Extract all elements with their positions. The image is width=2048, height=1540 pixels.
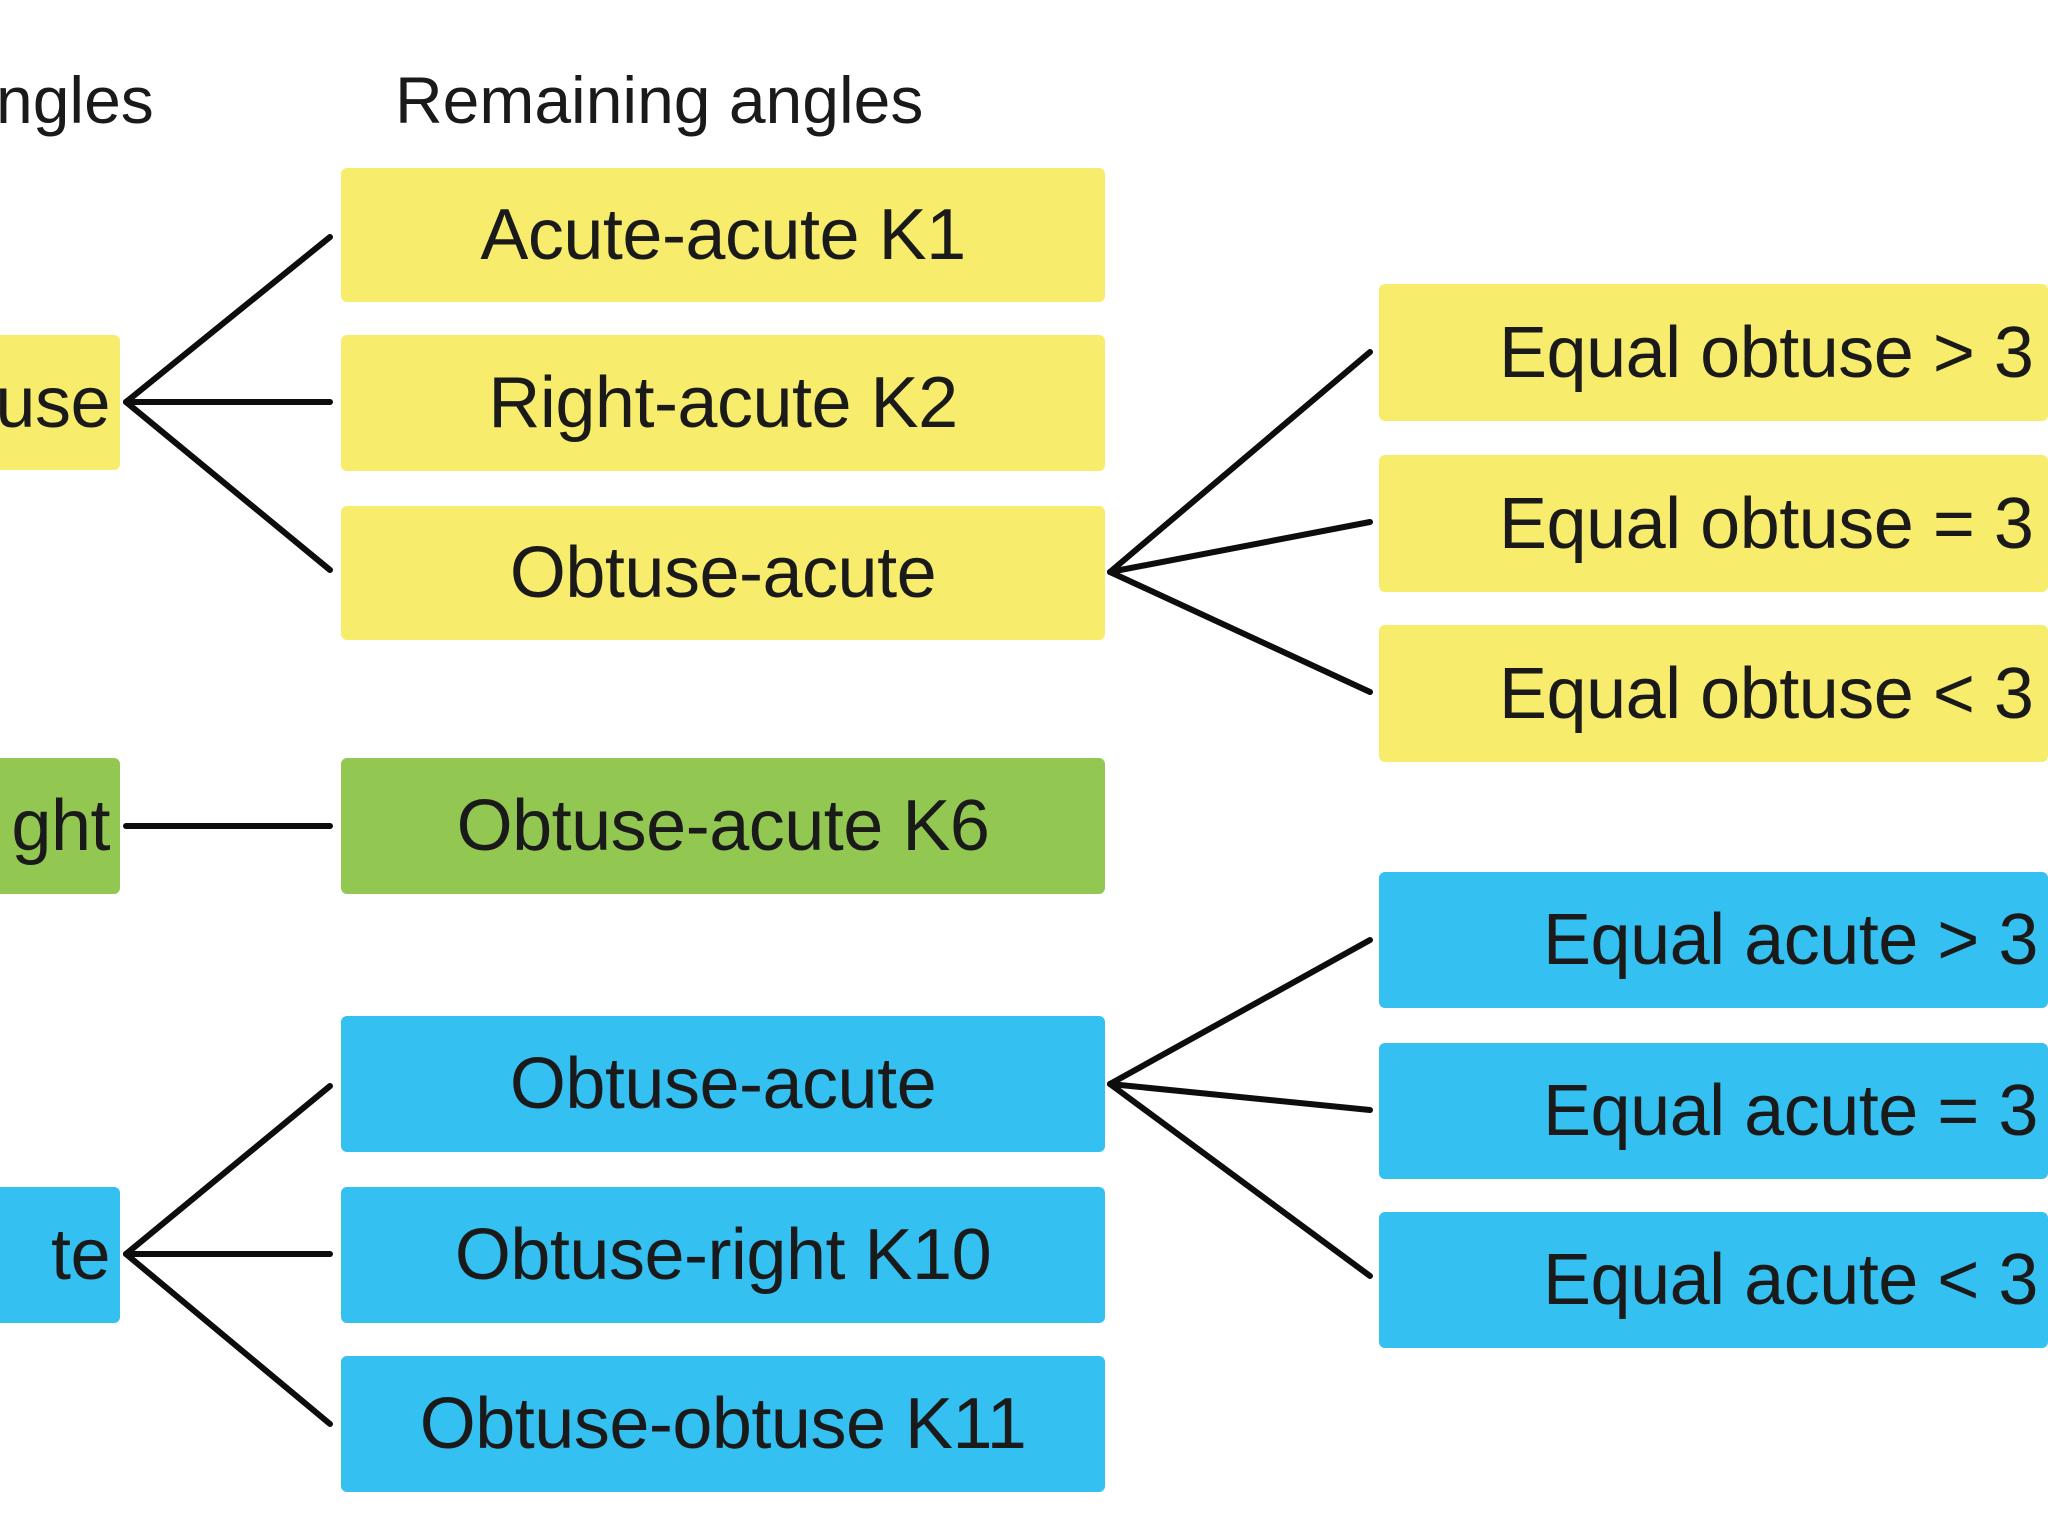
node-acute-acute-k1-label: Acute-acute K1: [480, 195, 966, 275]
node-equal-obtuse-lt: Equal obtuse < 3: [1379, 625, 2048, 762]
node-obtuse: use: [0, 335, 120, 470]
connector-yellow-to-equal-obtuse-lt: [1107, 569, 1373, 695]
node-equal-acute-eq: Equal acute = 3: [1379, 1043, 2048, 1179]
node-obtuse-acute-k6-label: Obtuse-acute K6: [456, 786, 990, 866]
connector-yellow-to-equal-obtuse-gt: [1107, 349, 1373, 575]
header-first-angles: ngles: [0, 63, 154, 137]
node-equal-acute-gt: Equal acute > 3: [1379, 872, 2048, 1008]
node-acute-acute-k1: Acute-acute K1: [341, 168, 1105, 302]
connector-blue-to-equal-acute-eq: [1107, 1081, 1373, 1113]
node-right: ght: [0, 758, 120, 894]
node-acute-label: te: [50, 1215, 111, 1295]
header-remaining-angles: Remaining angles: [395, 63, 924, 137]
connector-blue-to-equal-acute-gt: [1107, 937, 1373, 1087]
connector-obtuse-to-obtuse-acute: [123, 399, 333, 573]
node-obtuse-acute-yellow: Obtuse-acute: [341, 506, 1105, 640]
node-equal-obtuse-gt-label: Equal obtuse > 3: [1499, 312, 2034, 393]
node-equal-acute-lt: Equal acute < 3: [1379, 1212, 2048, 1348]
node-equal-obtuse-eq: Equal obtuse = 3: [1379, 455, 2048, 592]
node-obtuse-acute-k6: Obtuse-acute K6: [341, 758, 1105, 894]
connector-blue-to-equal-acute-lt: [1107, 1081, 1373, 1279]
connector-yellow-to-equal-obtuse-eq: [1107, 519, 1373, 575]
connector-obtuse-to-acute-acute: [123, 234, 333, 405]
connector-acute-to-obtuse-obtuse: [123, 1251, 333, 1427]
node-obtuse-obtuse-k11-label: Obtuse-obtuse K11: [419, 1384, 1027, 1464]
node-equal-acute-lt-label: Equal acute < 3: [1543, 1240, 2038, 1320]
connector-acute-to-obtuse-acute: [123, 1083, 333, 1257]
node-right-acute-k2: Right-acute K2: [341, 335, 1105, 471]
node-right-acute-k2-label: Right-acute K2: [488, 363, 958, 443]
node-equal-obtuse-eq-label: Equal obtuse = 3: [1499, 483, 2034, 564]
node-equal-acute-gt-label: Equal acute > 3: [1543, 900, 2038, 980]
node-obtuse-obtuse-k11: Obtuse-obtuse K11: [341, 1356, 1105, 1492]
node-acute: te: [0, 1187, 120, 1323]
node-obtuse-acute-yellow-label: Obtuse-acute: [509, 533, 937, 613]
node-equal-obtuse-gt: Equal obtuse > 3: [1379, 284, 2048, 421]
node-right-label: ght: [11, 786, 110, 866]
node-equal-acute-eq-label: Equal acute = 3: [1543, 1071, 2038, 1151]
node-obtuse-right-k10-label: Obtuse-right K10: [454, 1215, 992, 1295]
node-obtuse-label: use: [0, 362, 110, 443]
node-obtuse-right-k10: Obtuse-right K10: [341, 1187, 1105, 1323]
node-equal-obtuse-lt-label: Equal obtuse < 3: [1499, 653, 2034, 734]
node-obtuse-acute-blue-label: Obtuse-acute: [509, 1044, 937, 1124]
node-obtuse-acute-blue: Obtuse-acute: [341, 1016, 1105, 1152]
